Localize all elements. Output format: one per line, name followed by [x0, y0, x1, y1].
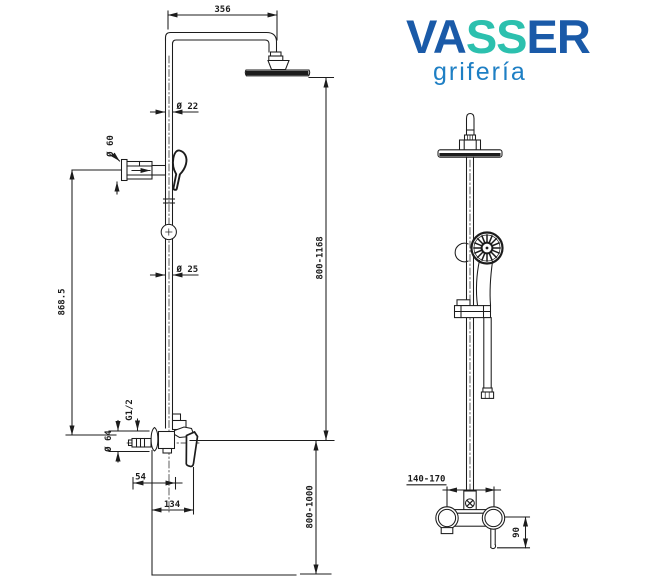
dim-label-overall-height-range: 800-1168 [316, 236, 326, 279]
dim-label-valve-height: 90 [512, 527, 522, 538]
brand-subtitle: grifería [433, 57, 527, 86]
dim-label-valve-offset: 54 [135, 473, 146, 483]
pipe-joint [160, 223, 177, 241]
brand-wordmark: VASSER [406, 10, 636, 63]
shower-hose [480, 317, 495, 399]
dim-label-lower-riser-diameter: Ø 25 [176, 264, 199, 275]
front-view-dimensions: 140-170 90 [406, 475, 531, 549]
diverter-knob [458, 112, 482, 151]
hand-shower-front [470, 231, 504, 306]
overhead-shower-head [244, 51, 311, 77]
hand-shower-holder [71, 158, 167, 195]
brand-wordmark-va: VA [406, 10, 467, 63]
side-view-drawing: 356 Ø 22 Ø 60 Ø 25 868.5 G1/2 [58, 5, 335, 576]
dim-label-escutcheon-diameter: Ø 64 [103, 430, 114, 453]
slider-bracket [453, 299, 492, 319]
dim-label-arm-length: 356 [214, 5, 230, 15]
mixer-valve-side [126, 413, 200, 468]
hand-shower-side [172, 149, 188, 191]
brand-logo: VASSER grifería [406, 10, 636, 87]
front-view-drawing: 140-170 90 [406, 112, 531, 550]
dim-label-valve-depth: 134 [164, 500, 181, 510]
dim-label-holder-diameter: Ø 60 [105, 135, 116, 158]
dim-label-riser-diameter: Ø 22 [176, 101, 199, 112]
spray-face-spokes [473, 234, 501, 262]
dim-label-riser-height: 868.5 [58, 288, 68, 315]
dim-label-inlet-spacing: 140-170 [408, 475, 446, 485]
riser-pipe-front [454, 156, 475, 514]
dim-label-install-height-range: 800-1000 [306, 485, 316, 528]
shower-head-front [437, 149, 503, 158]
brand-wordmark-ss: SS [465, 10, 528, 63]
brand-wordmark-er: ER [526, 10, 591, 63]
side-view-dimensions: 356 Ø 22 Ø 60 Ø 25 868.5 G1/2 [58, 5, 335, 576]
dim-label-thread-size: G1/2 [125, 399, 135, 421]
mixer-valve-front [435, 490, 506, 550]
